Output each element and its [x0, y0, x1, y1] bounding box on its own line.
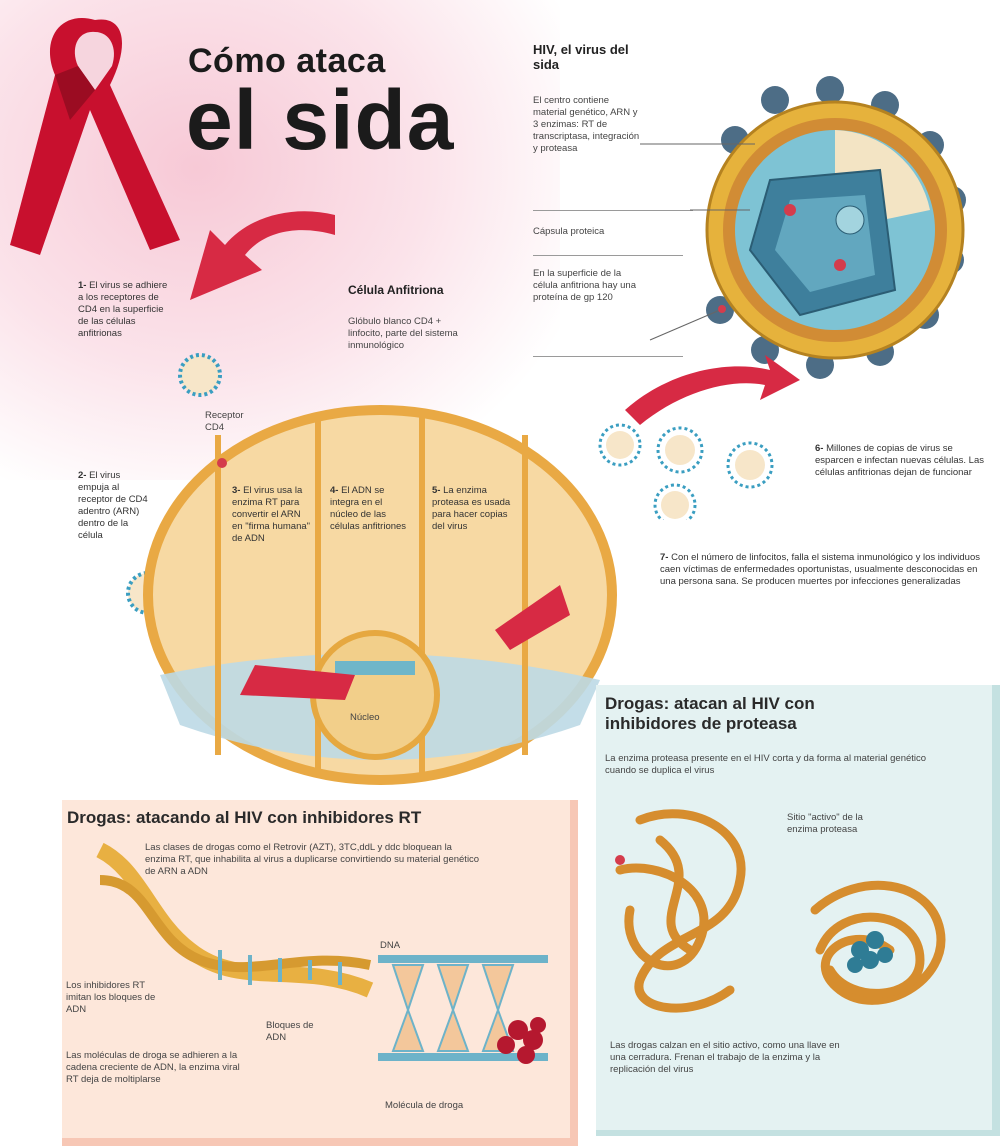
drug-molecules-text: Las moléculas de droga se adhieren a la … [66, 1050, 240, 1085]
rt-inhibitors-title: Drogas: atacando al HIV con inhibidores … [67, 808, 422, 827]
host-cell-illustration [143, 405, 617, 785]
rt-inhibitors-desc: Las clases de drogas como el Retrovir (A… [145, 842, 480, 877]
host-cell-title: Célula Anfitriona [348, 283, 444, 297]
active-site-label: Sitio "activo" de la enzima proteasa [787, 812, 863, 835]
step-1: 1- El virus se adhiere a los receptores … [78, 280, 168, 339]
hiv-virus-illustration [705, 76, 966, 379]
virus-icon [178, 353, 222, 397]
drug-molecule-label: Molécula de droga [385, 1100, 464, 1111]
host-cell-desc: Glóbulo blanco CD4 + linfocito, parte de… [348, 316, 458, 351]
ribbon-and-arrow [10, 18, 335, 300]
virus-desc: El centro contiene material genético, AR… [533, 95, 640, 154]
arrow-icon [190, 211, 335, 300]
page-title-line2: el sida [186, 73, 455, 167]
surface-label: En la superficie de la célula anfitriona… [533, 268, 636, 303]
aids-ribbon-icon [10, 18, 180, 256]
step-3: 3- El virus usa la enzima RT para conver… [232, 485, 311, 544]
capsule-label: Cápsula proteica [533, 226, 605, 237]
dna-blocks-illustration [378, 955, 548, 1064]
arrow-icon [495, 585, 570, 650]
virus-title: HIV, el virus del sida [533, 42, 629, 72]
page-title-line1: Cómo ataca [188, 42, 386, 80]
step-7: 7- Con el número de linfocitos, falla el… [660, 552, 981, 587]
arrow-icon [240, 665, 355, 700]
protease-inhibitors-desc: La enzima proteasa presente en el HIV co… [605, 753, 927, 776]
arrow-icon [625, 355, 800, 425]
nucleus-label: Núcleo [350, 712, 380, 723]
dna-block-label: Bloques de ADN [266, 1020, 314, 1043]
dna-strand [335, 661, 415, 675]
protease-inhibitors-title: Drogas: atacan al HIV con inhibidores de… [605, 694, 815, 733]
protease-enzyme-illustration [615, 809, 946, 1013]
step-6: 6- Millones de copias de virus se esparc… [815, 443, 984, 478]
dna-label: DNA [380, 940, 401, 951]
step-4: 4- El ADN se integra en el núcleo de las… [330, 485, 407, 532]
dna-helix-illustration [96, 842, 374, 998]
receptor-label: Receptor CD4 [205, 410, 244, 433]
step-5: 5- La enzima proteasa es usada para hace… [432, 485, 511, 532]
step-2: 2- El virus empuja al receptor de CD4 ad… [78, 470, 148, 541]
protease-bottom-text: Las drogas calzan en el sitio activo, co… [610, 1040, 840, 1075]
leader-lines [640, 143, 755, 341]
virus-copies [598, 355, 800, 520]
divider [533, 210, 693, 211]
divider [533, 255, 683, 256]
divider [533, 356, 683, 357]
rt-inhibit-label: Los inhibidores RT imitan los bloques de… [66, 980, 156, 1015]
